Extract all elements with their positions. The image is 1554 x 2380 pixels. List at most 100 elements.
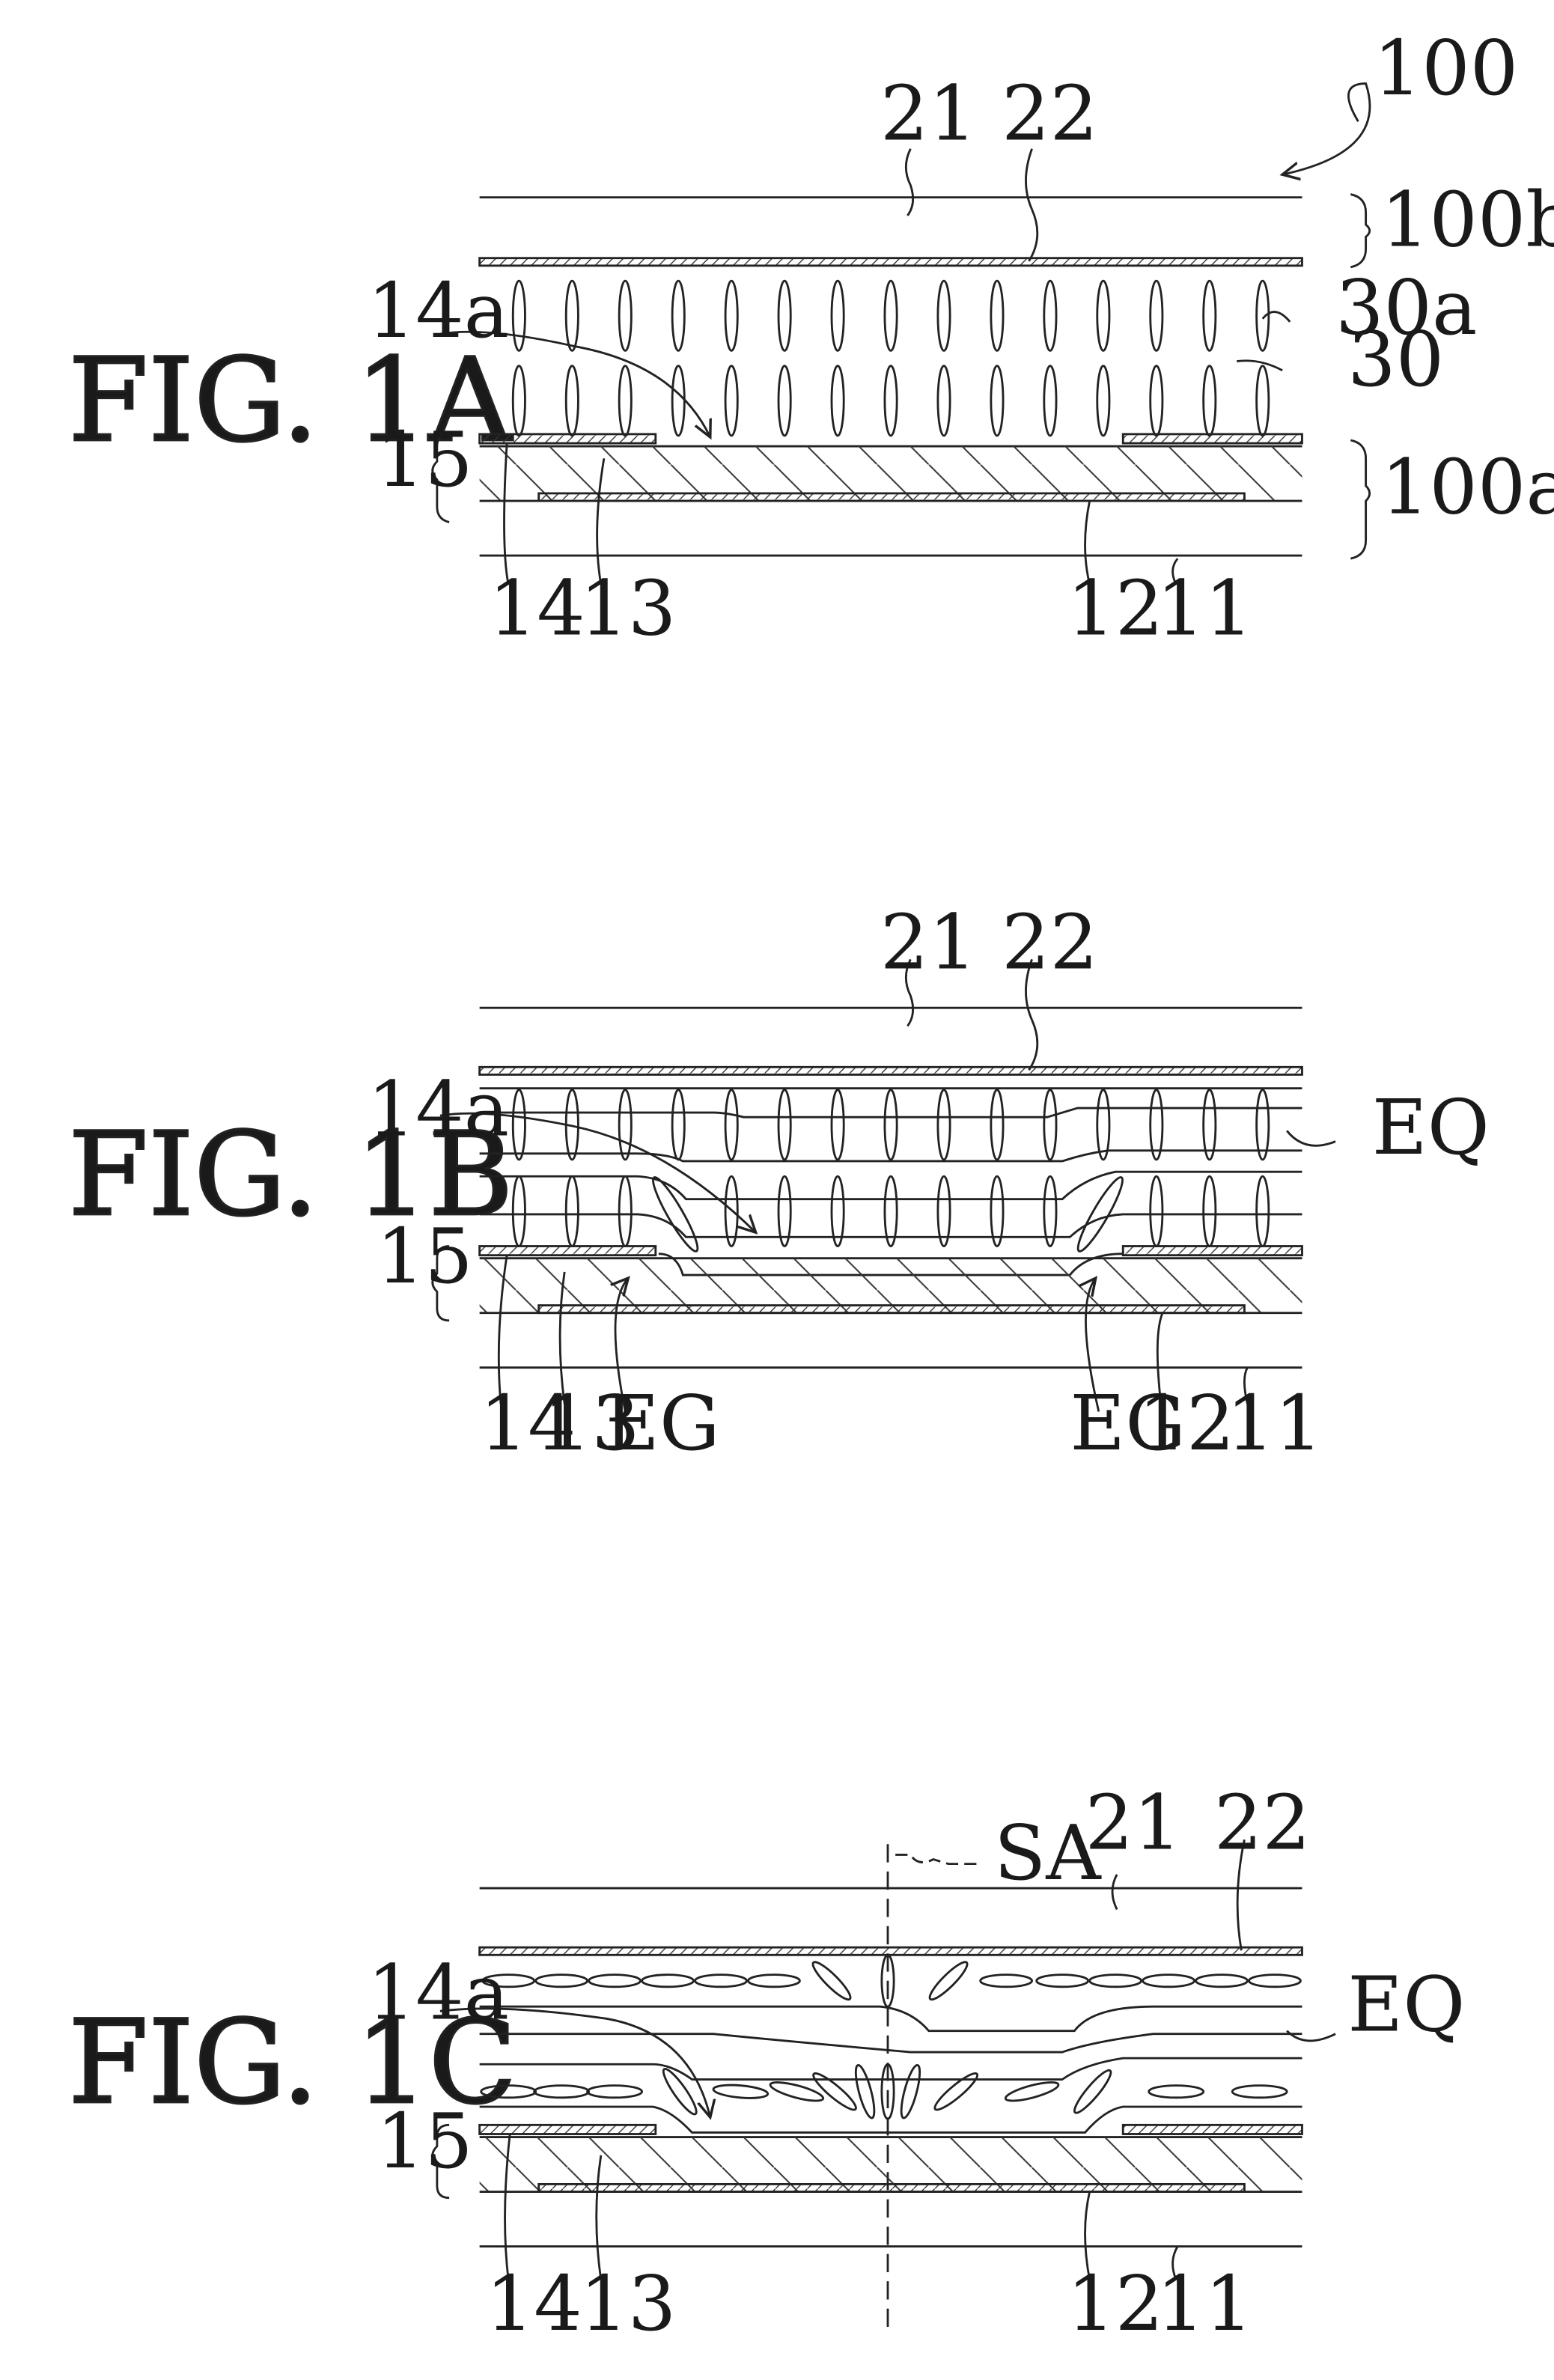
lc-molecule xyxy=(1143,1975,1195,1987)
label-12: 12 xyxy=(1067,2259,1163,2348)
lc-molecule xyxy=(1097,366,1109,436)
lc-molecule xyxy=(991,281,1003,350)
lc-molecule xyxy=(588,2086,642,2098)
lc-molecule xyxy=(566,281,578,350)
label-14a: 14a xyxy=(368,1065,509,1154)
label-device: 100 xyxy=(1374,24,1518,112)
alignment-film-top xyxy=(480,1067,1302,1074)
label-14a: 14a xyxy=(368,1948,509,2036)
label-100b: 100b xyxy=(1381,175,1554,264)
lc-molecule xyxy=(619,366,631,436)
common-electrode xyxy=(539,2184,1245,2191)
lc-molecule xyxy=(1232,2086,1287,2098)
alignment-film-top xyxy=(480,258,1302,266)
lc-molecule xyxy=(832,1090,844,1160)
eq-line-2 xyxy=(480,2034,1302,2052)
lc-molecule xyxy=(938,1090,950,1160)
lc-molecule xyxy=(1204,281,1216,350)
lc-molecule xyxy=(810,2069,859,2113)
lc-molecule xyxy=(938,281,950,350)
lc-molecule xyxy=(1037,1975,1088,1987)
label-21: 21 xyxy=(880,898,977,987)
eq-line-2 xyxy=(480,1108,1302,1117)
lc-molecule xyxy=(1257,1176,1269,1246)
brace-100b xyxy=(1350,195,1369,267)
lc-molecule xyxy=(1151,1176,1163,1246)
lc-molecule xyxy=(1204,1176,1216,1246)
lc-molecule xyxy=(534,2086,589,2098)
leader-30a xyxy=(1263,312,1290,322)
label-eg-left: EG xyxy=(604,1379,720,1467)
label-14: 14 xyxy=(486,2259,582,2348)
label-15: 15 xyxy=(377,1212,473,1300)
lc-molecule xyxy=(898,2063,924,2119)
label-100a: 100a xyxy=(1381,442,1554,531)
lc-molecule xyxy=(1151,1090,1163,1160)
lc-molecule xyxy=(981,1975,1032,1987)
lc-molecule xyxy=(938,366,950,436)
lc-molecule xyxy=(832,366,844,436)
lc-molecule xyxy=(513,1090,525,1160)
lc-molecule xyxy=(1044,1176,1056,1246)
lc-molecule xyxy=(809,1959,854,2003)
lc-molecule xyxy=(926,1959,971,2003)
lc-molecule xyxy=(885,281,897,350)
label-15: 15 xyxy=(377,416,473,504)
leader-22 xyxy=(1026,149,1037,261)
label-21: 21 xyxy=(1085,1778,1182,1866)
lc-molecule xyxy=(566,1176,578,1246)
lc-molecule xyxy=(1257,366,1269,436)
lc-molecule xyxy=(778,1176,790,1246)
pixel-electrode-right xyxy=(1123,2125,1302,2134)
lc-molecule xyxy=(991,1090,1003,1160)
lc-molecule xyxy=(778,366,790,436)
leader-eq xyxy=(1287,1130,1335,1145)
lc-molecule xyxy=(1044,366,1056,436)
lc-molecule xyxy=(513,281,525,350)
lc-molecule xyxy=(778,281,790,350)
lc-molecule xyxy=(619,1090,631,1160)
leader-21 xyxy=(906,149,912,216)
lc-molecule xyxy=(1204,1090,1216,1160)
lc-molecule xyxy=(1090,1975,1142,1987)
figure-1a: FIG. 1A 100 21 22 100b 30a 30 xyxy=(68,24,1554,653)
lc-molecule xyxy=(778,1090,790,1160)
lc-molecule xyxy=(832,1176,844,1246)
figure-1b: FIG. 1B 21 22 14a xyxy=(68,898,1490,1468)
lc-molecule xyxy=(725,1090,737,1160)
pixel-electrode-right xyxy=(1123,434,1302,443)
lc-molecule xyxy=(852,2063,878,2119)
lc-molecule xyxy=(931,2069,981,2113)
lc-molecule xyxy=(713,2083,768,2100)
lc-molecule xyxy=(566,366,578,436)
lc-molecule xyxy=(1097,281,1109,350)
lc-molecule xyxy=(619,281,631,350)
lc-molecule xyxy=(1070,2067,1115,2116)
lc-molecule xyxy=(513,1176,525,1246)
lc-molecule xyxy=(725,366,737,436)
label-12: 12 xyxy=(1139,1379,1235,1467)
label-11: 11 xyxy=(1157,564,1253,652)
lc-molecule xyxy=(642,1975,694,1987)
lc-molecules-lower-row xyxy=(481,2063,1288,2119)
tilted-molecule-left xyxy=(648,1174,703,1255)
lc-molecules-upper-row xyxy=(513,281,1269,350)
brace-100a xyxy=(1350,440,1369,559)
lc-molecule xyxy=(659,2066,701,2117)
leader-sa xyxy=(895,1854,979,1863)
lc-molecule xyxy=(1097,1090,1109,1160)
device-leader-arrow xyxy=(1282,84,1370,175)
label-14a: 14a xyxy=(368,267,509,355)
label-14: 14 xyxy=(489,564,585,652)
alignment-film-top xyxy=(480,1947,1302,1955)
label-30: 30 xyxy=(1347,315,1444,404)
pixel-electrode-right xyxy=(1123,1247,1302,1256)
lc-molecule xyxy=(672,366,684,436)
label-22: 22 xyxy=(1002,898,1098,987)
lc-molecule xyxy=(991,1176,1003,1246)
lc-molecule xyxy=(991,366,1003,436)
lc-molecule xyxy=(1196,1975,1248,1987)
label-eq: EQ xyxy=(1372,1083,1490,1172)
label-22: 22 xyxy=(1002,70,1098,158)
